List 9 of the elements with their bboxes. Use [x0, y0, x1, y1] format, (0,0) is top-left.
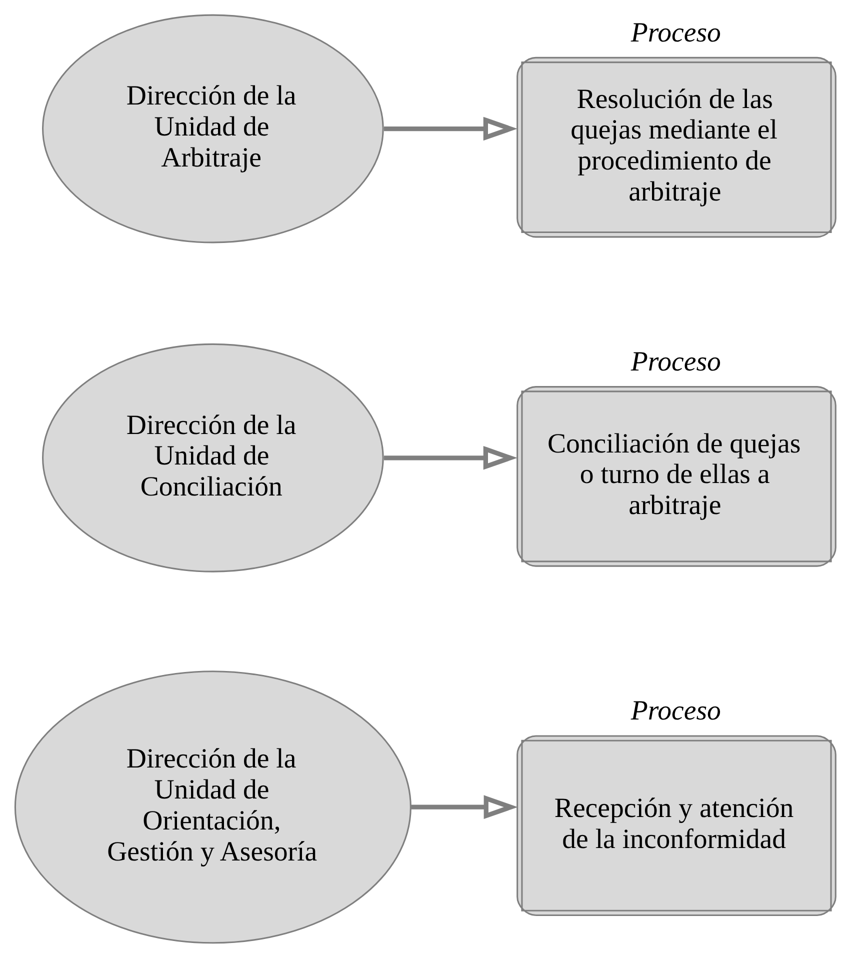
arrow [384, 446, 517, 470]
arrow [384, 116, 517, 141]
node-ellipse: Dirección de la Unidad de Orientación, Gestión y Asesoría [14, 670, 411, 944]
node-label: Proceso [630, 346, 720, 378]
node-label: Proceso [630, 696, 720, 727]
node-ellipse: Dirección de la Unidad de Conciliación [42, 343, 384, 572]
arrow [410, 795, 518, 820]
node-label: Proceso [630, 17, 720, 48]
node-ellipse: Dirección de la Unidad de Arbitraje [42, 14, 384, 244]
